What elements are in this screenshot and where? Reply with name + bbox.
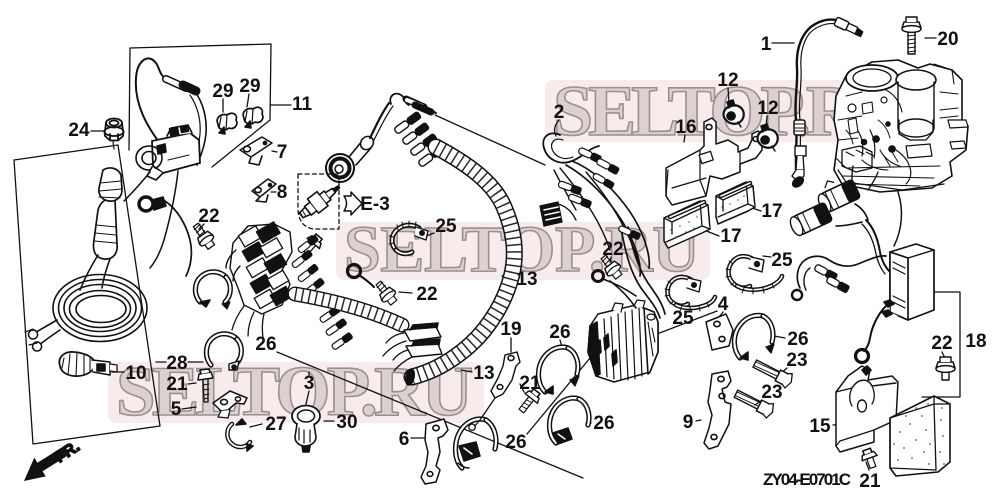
svg-text:7: 7 bbox=[277, 142, 288, 163]
svg-text:22: 22 bbox=[198, 206, 219, 227]
svg-text:5: 5 bbox=[171, 399, 182, 420]
svg-text:29: 29 bbox=[212, 81, 233, 102]
svg-text:16: 16 bbox=[675, 117, 696, 138]
svg-text:6: 6 bbox=[399, 429, 410, 450]
svg-text:26: 26 bbox=[505, 432, 526, 453]
svg-text:12: 12 bbox=[757, 98, 778, 119]
svg-text:2: 2 bbox=[554, 102, 565, 123]
svg-text:ZY04-E0701C: ZY04-E0701C bbox=[763, 470, 851, 489]
svg-text:27: 27 bbox=[265, 414, 286, 435]
svg-text:23: 23 bbox=[786, 350, 807, 371]
svg-text:22: 22 bbox=[602, 239, 623, 260]
svg-text:18: 18 bbox=[965, 331, 986, 352]
svg-text:15: 15 bbox=[809, 416, 831, 437]
svg-text:26: 26 bbox=[593, 413, 614, 434]
svg-text:26: 26 bbox=[787, 329, 808, 350]
svg-text:26: 26 bbox=[549, 322, 570, 343]
svg-text:26: 26 bbox=[255, 334, 276, 355]
svg-text:E-3: E-3 bbox=[360, 194, 390, 215]
svg-text:1: 1 bbox=[761, 34, 772, 55]
svg-text:28: 28 bbox=[166, 353, 187, 374]
svg-text:20: 20 bbox=[937, 29, 958, 50]
svg-text:22: 22 bbox=[931, 333, 952, 354]
svg-text:8: 8 bbox=[277, 182, 288, 203]
svg-text:13: 13 bbox=[473, 363, 494, 384]
svg-text:11: 11 bbox=[292, 94, 313, 115]
svg-text:22: 22 bbox=[416, 284, 437, 305]
svg-text:21: 21 bbox=[859, 471, 881, 492]
svg-text:30: 30 bbox=[336, 412, 357, 433]
svg-text:10: 10 bbox=[125, 363, 146, 384]
svg-text:25: 25 bbox=[771, 250, 793, 271]
svg-text:17: 17 bbox=[761, 201, 782, 222]
svg-text:9: 9 bbox=[683, 412, 694, 433]
svg-text:12: 12 bbox=[717, 70, 738, 91]
svg-text:4: 4 bbox=[718, 294, 729, 315]
svg-text:25: 25 bbox=[672, 308, 694, 329]
svg-text:17: 17 bbox=[720, 226, 741, 247]
svg-text:13: 13 bbox=[516, 269, 537, 290]
svg-text:3: 3 bbox=[304, 373, 315, 394]
svg-text:19: 19 bbox=[500, 319, 521, 340]
svg-text:21: 21 bbox=[166, 374, 188, 395]
svg-text:23: 23 bbox=[761, 382, 782, 403]
svg-text:24: 24 bbox=[68, 120, 90, 141]
svg-text:25: 25 bbox=[435, 216, 457, 237]
svg-text:29: 29 bbox=[239, 76, 260, 97]
svg-text:21: 21 bbox=[519, 373, 541, 394]
